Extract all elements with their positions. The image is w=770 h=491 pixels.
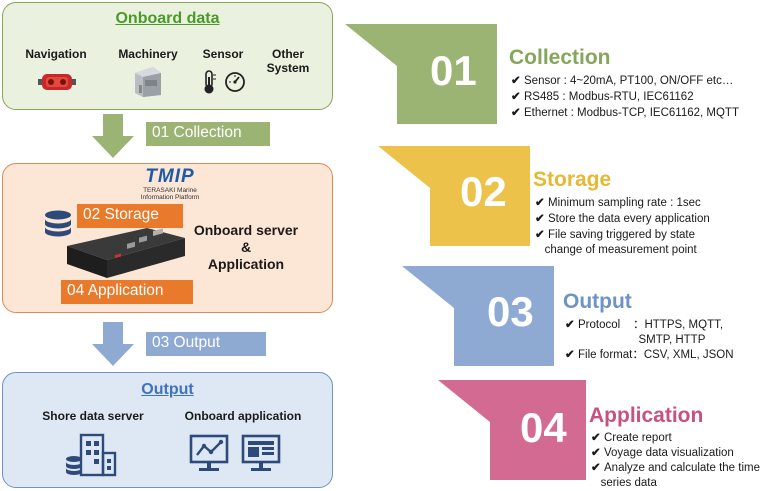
- server-caption-line1: Onboard server: [193, 222, 299, 238]
- step-04-bullet-2-text: Voyage data visualization: [604, 447, 734, 459]
- line-chart-monitor-icon: [189, 434, 229, 471]
- step-01-bullet-2: ✔RS485 : Modbus-RTU, IEC61162: [511, 90, 694, 105]
- step-03-bullet-2-text: File format：CSV, XML, JSON: [578, 349, 734, 361]
- application-tag: 04 Application: [61, 280, 193, 304]
- step-01-arrow-icon: [345, 24, 497, 124]
- check-icon: ✔: [591, 447, 601, 459]
- dashboard-monitor-icon: [241, 434, 281, 471]
- step-01-bullet-3-text: Ethernet : Modbus-TCP, IEC61162, MQTT: [524, 107, 739, 119]
- onboard-data-title: Onboard data: [115, 10, 220, 27]
- tmip-logo: TMIP TERASAKI Marine Information Platfor…: [130, 166, 210, 202]
- step-04-number: 04: [520, 404, 567, 451]
- step-04-title: Application: [589, 404, 704, 427]
- building-icon: [66, 433, 117, 477]
- check-icon: ✔: [565, 319, 575, 331]
- storage-tag: 02 Storage: [77, 204, 183, 228]
- tmip-logo-sub2: Information Platform: [140, 194, 200, 201]
- step-04-bullet-3: ✔Analyze and calculate the time series d…: [591, 461, 760, 491]
- source-sensor-label: Sensor: [202, 47, 244, 61]
- step-02-bullet-3: ✔File saving triggered by state change o…: [535, 228, 697, 258]
- onboard-application-label: Onboard application: [184, 409, 302, 423]
- shore-data-server-label: Shore data server: [42, 409, 144, 423]
- step-03-arrow-icon: [402, 266, 554, 366]
- step-04-arrow-icon: [438, 380, 586, 480]
- thermometer-icon: [204, 70, 216, 94]
- check-icon: ✔: [511, 91, 521, 103]
- output-box: Output Shore data server Onboard applica…: [2, 372, 333, 488]
- check-icon: ✔: [535, 197, 545, 209]
- arrow-down-output-icon: [92, 322, 134, 366]
- gauge-icon: [225, 72, 245, 92]
- check-icon: ✔: [565, 349, 575, 361]
- step-02-number: 02: [460, 168, 507, 215]
- check-icon: ✔: [511, 107, 521, 119]
- step-03-bullet-1: ✔Protocol ：HTTPS, MQTT, SMTP, HTTP: [565, 318, 723, 348]
- step-04-bullet-1-text: Create report: [604, 432, 672, 444]
- step-03-bullet-1-text: Protocol ：HTTPS, MQTT, SMTP, HTTP: [578, 319, 724, 346]
- output-box-title: Output: [141, 381, 194, 398]
- step-02-bullet-1-text: Minimum sampling rate : 1sec: [548, 197, 701, 209]
- source-other-system-label: Other System: [266, 47, 310, 75]
- machinery-icon: [135, 67, 161, 97]
- step-02-arrow-icon: [378, 146, 530, 246]
- step-02-title: Storage: [533, 168, 612, 191]
- check-icon: ✔: [591, 432, 601, 444]
- arrow-down-collection-icon: [92, 114, 134, 158]
- step-03-title: Output: [563, 290, 632, 313]
- onboard-data-box: Onboard data Navigation Machinery Sensor…: [2, 2, 333, 110]
- server-caption-line3: Application: [207, 256, 285, 272]
- output-flow-label: 03 Output: [146, 332, 266, 356]
- source-machinery-label: Machinery: [118, 47, 178, 61]
- nav-device-icon: [38, 74, 76, 90]
- step-01-number: 01: [430, 47, 477, 94]
- step-02-bullet-1: ✔Minimum sampling rate : 1sec: [535, 196, 701, 211]
- check-icon: ✔: [535, 229, 545, 241]
- server-device-icon: [67, 228, 185, 278]
- collection-flow-label: 01 Collection: [146, 122, 270, 146]
- step-04-bullet-1: ✔Create report: [591, 431, 672, 446]
- step-04-bullet-2: ✔Voyage data visualization: [591, 446, 734, 461]
- tmip-logo-sub1: TERASAKI Marine: [143, 187, 197, 194]
- step-01-bullet-3: ✔Ethernet : Modbus-TCP, IEC61162, MQTT: [511, 106, 739, 121]
- step-01-bullet-1-text: Sensor : 4~20mA, PT100, ON/OFF etc…: [524, 75, 734, 87]
- step-01-bullet-1: ✔Sensor : 4~20mA, PT100, ON/OFF etc…: [511, 74, 733, 89]
- step-01-title: Collection: [509, 46, 611, 69]
- server-caption-line2: &: [240, 239, 252, 255]
- source-navigation-label: Navigation: [25, 47, 87, 61]
- server-box: TMIP TERASAKI Marine Information Platfor…: [2, 163, 333, 313]
- step-03-number: 03: [487, 288, 534, 335]
- database-icon: [45, 210, 71, 237]
- check-icon: ✔: [535, 213, 545, 225]
- step-02-bullet-2: ✔Store the data every application: [535, 212, 710, 227]
- check-icon: ✔: [511, 75, 521, 87]
- step-04-bullet-3-text: Analyze and calculate the time series da…: [600, 462, 760, 489]
- tmip-logo-text: TMIP: [145, 166, 195, 187]
- step-03-bullet-2: ✔File format：CSV, XML, JSON: [565, 348, 734, 363]
- check-icon: ✔: [591, 462, 601, 474]
- server-caption: Onboard server & Application: [181, 222, 311, 273]
- step-02-bullet-3-text: File saving triggered by state change of…: [544, 229, 697, 256]
- step-02-bullet-2-text: Store the data every application: [548, 213, 710, 225]
- step-01-bullet-2-text: RS485 : Modbus-RTU, IEC61162: [524, 91, 694, 103]
